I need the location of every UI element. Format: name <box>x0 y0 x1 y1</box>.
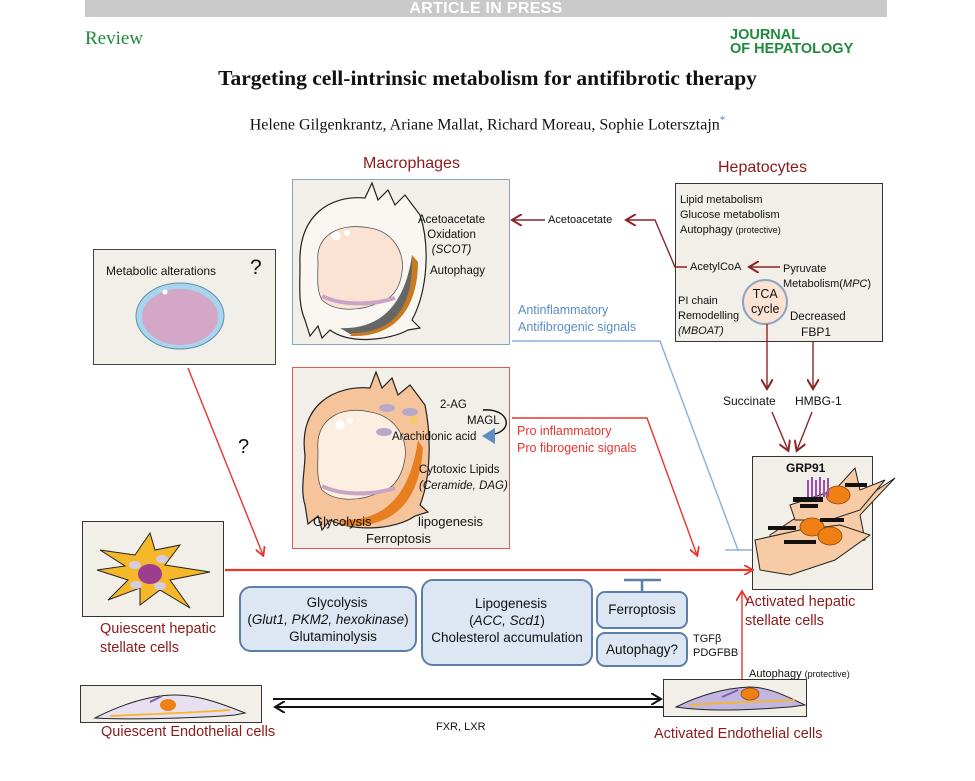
pdgfbb-label: PDGFBB <box>693 647 739 659</box>
question-mark-arrow: ? <box>238 436 250 458</box>
journal-logo: JOURNAL OF HEPATOLOGY <box>730 27 854 57</box>
acetoacetate-signal-label: Acetoacetate <box>548 214 613 226</box>
decreased-label: Decreased <box>790 311 846 323</box>
pyruvate-label: Pyruvate <box>783 263 827 275</box>
authors-text: Helene Gilgenkrantz, Ariane Mallat, Rich… <box>249 116 720 134</box>
ferroptosis-inhibition-icon <box>624 578 661 592</box>
macrophage-lipogenesis-label: lipogenesis <box>418 514 484 529</box>
endothelial-autophagy-label: Autophagy (protective) <box>749 668 850 680</box>
hepatocytes-heading: Hepatocytes <box>718 159 807 176</box>
cytotoxic-lipids-detail: (Ceramide, DAG) <box>419 480 508 492</box>
hmbg-to-hsc-arrow <box>797 411 813 450</box>
profibrogenic-label: Pro fibrogenic signals <box>517 441 637 455</box>
remodelling-label: Remodelling <box>678 310 740 322</box>
macrophage-glycolysis-label: Glycolysis <box>313 514 372 529</box>
hmbg1-label: HMBG-1 <box>795 394 842 408</box>
corresponding-author-link[interactable]: * <box>719 114 726 126</box>
lipid-metabolism-label: Lipid metabolism <box>680 194 763 206</box>
antiinflammatory-label: Antinflammatory <box>518 303 609 317</box>
activated-endothelial-cell-icon <box>674 686 807 711</box>
magl-arrowhead-icon <box>482 428 495 444</box>
metabolic-alterations-label: Metabolic alterations <box>106 264 217 278</box>
tca-cycle-circle <box>742 279 788 325</box>
journal-line2: OF HEPATOLOGY <box>730 41 854 57</box>
article-title: Targeting cell-intrinsic metabolism for … <box>218 66 757 90</box>
macrophages-heading: Macrophages <box>363 155 460 172</box>
activated-hsc-label: Activated hepatic stellate cells <box>745 594 856 629</box>
ferroptosis-box: Ferroptosis <box>596 591 688 629</box>
grp91-label: GRP91 <box>786 461 826 475</box>
antifibrogenic-inhibition-line <box>512 340 752 551</box>
glucose-metabolism-label: Glucose metabolism <box>680 209 780 221</box>
metabolic-to-hsc-arrow <box>187 367 263 555</box>
hepatocyte-autophagy-label: Autophagy (protective) <box>680 224 781 236</box>
fxr-lxr-label: FXR, LXR <box>436 721 486 733</box>
pro-macrophage-cell-icon <box>302 370 430 532</box>
macrophage-autophagy-label: Autophagy <box>430 265 485 277</box>
quiescent-endothelial-label: Quiescent Endothelial cells <box>101 724 276 740</box>
magl-label: MAGL <box>467 415 500 427</box>
tca-label: TCA cycle <box>751 287 780 316</box>
tgfb-label: TGFβ <box>693 633 722 645</box>
activated-endothelial-label: Activated Endothelial cells <box>654 726 823 742</box>
pi-chain-label: PI chain <box>678 295 718 307</box>
anti-macrophage-cell-icon <box>299 181 427 340</box>
mboat-label: (MBOAT) <box>678 325 724 337</box>
two-ag-label: 2-AG <box>440 399 467 411</box>
author-list: Helene Gilgenkrantz, Ariane Mallat, Rich… <box>0 114 975 134</box>
acetylcoa-label: AcetylCoA <box>690 261 742 273</box>
lipogenesis-box: Lipogenesis (ACC, Scd1) Cholesterol accu… <box>421 579 593 666</box>
autophagy-box: Autophagy? <box>596 632 688 667</box>
quiescent-endothelial-cell-icon <box>93 694 247 720</box>
quiescent-hsc-label: Quiescent hepatic stellate cells <box>100 621 217 656</box>
quiescent-hsc-cell-icon <box>96 531 211 609</box>
succinate-to-hsc-arrow <box>771 411 788 450</box>
cytotoxic-lipids-label: Cytotoxic Lipids <box>419 464 500 476</box>
magl-curved-arrow <box>482 409 507 436</box>
journal-line1: JOURNAL <box>730 27 801 43</box>
glycolysis-box: Glycolysis (Glut1, PKM2, hexokinase) Glu… <box>239 586 417 652</box>
metabolic-question-mark: ? <box>250 256 262 279</box>
profibrogenic-arrow <box>512 417 697 555</box>
macrophage-ferroptosis-label: Ferroptosis <box>366 531 432 546</box>
succinate-label: Succinate <box>723 394 776 408</box>
arachidonic-acid-label: Arachidonic acid <box>392 431 477 443</box>
proinflammatory-label: Pro inflammatory <box>517 424 612 438</box>
acetylcoa-to-acetoacetate-arrow <box>627 220 687 268</box>
article-in-press-banner: ARTICLE IN PRESS <box>85 0 887 17</box>
metabolic-cell-icon <box>135 282 225 350</box>
activated-hsc-cell-icon <box>754 466 896 576</box>
pyruvate-metabolism-label: Metabolism(MPC) <box>783 278 872 290</box>
antifibrogenic-label: Antifibrogenic signals <box>518 320 637 334</box>
acetoacetate-oxidation-label: Acetoacetate Oxidation (SCOT) <box>418 214 486 256</box>
section-label: Review <box>85 28 144 49</box>
fbp1-label: FBP1 <box>801 325 832 339</box>
